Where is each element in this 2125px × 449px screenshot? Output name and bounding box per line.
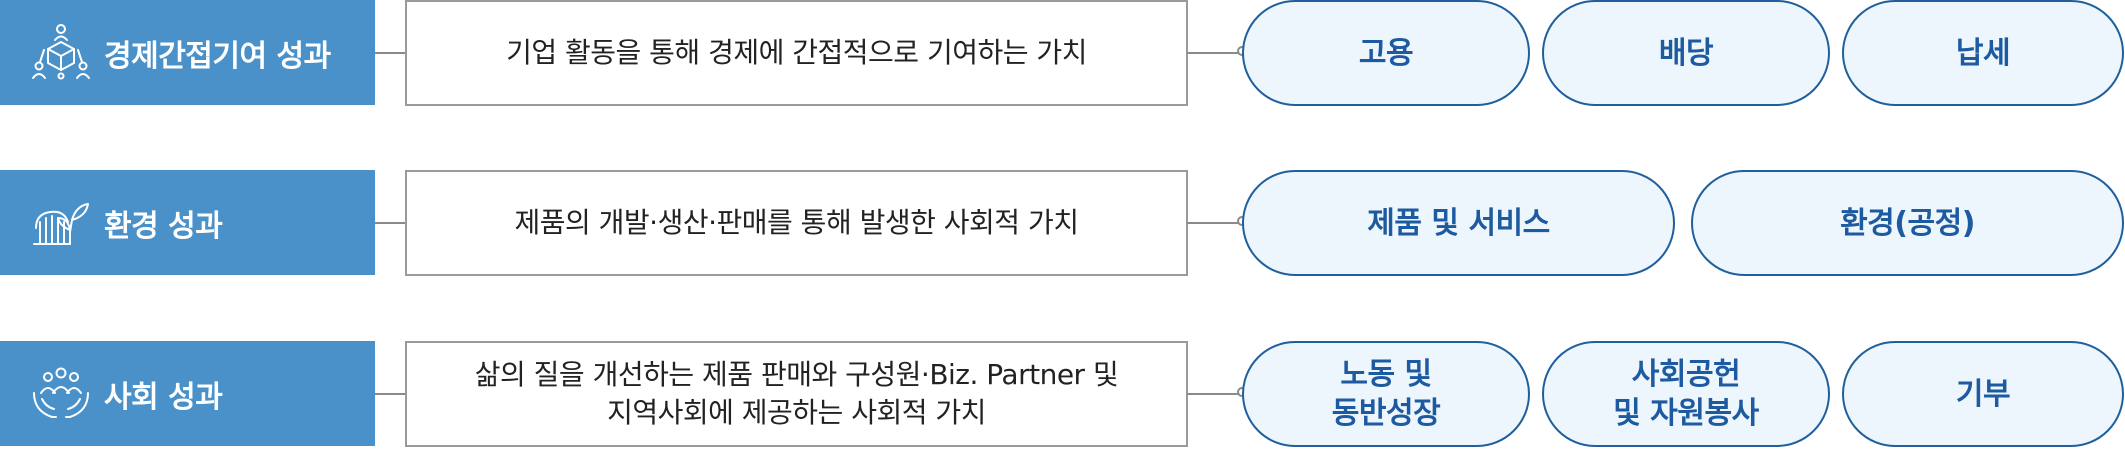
item-pill-products-services: 제품 및 서비스 — [1242, 170, 1675, 276]
item-pill-labor-growth: 노동 및 동반성장 — [1242, 341, 1530, 447]
connector-line — [1187, 222, 1243, 224]
eco-building-leaf-icon — [30, 192, 92, 254]
connector-line — [1187, 393, 1243, 395]
connector-line — [375, 393, 405, 395]
category-social: 사회 성과 — [0, 341, 375, 446]
item-pill-dividend: 배당 — [1542, 0, 1830, 106]
description-text: 삶의 질을 개선하는 제품 판매와 구성원·Biz. Partner 및 지역사… — [474, 358, 1119, 429]
category-environment: 환경 성과 — [0, 170, 375, 275]
connector-line — [1187, 52, 1243, 54]
connector-line — [375, 52, 405, 54]
description-text: 제품의 개발·생산·판매를 통해 발생한 사회적 가치 — [514, 206, 1079, 240]
performance-row-environment: 환경 성과 제품의 개발·생산·판매를 통해 발생한 사회적 가치 제품 및 서… — [0, 170, 2125, 278]
connector-line — [375, 222, 405, 224]
item-pill-environment-process: 환경(공정) — [1691, 170, 2124, 276]
category-economic: 경제간접기여 성과 — [0, 0, 375, 105]
economy-network-icon — [30, 22, 92, 84]
performance-row-economic: 경제간접기여 성과 기업 활동을 통해 경제에 간접적으로 기여하는 가치 고용… — [0, 0, 2125, 108]
item-pill-donation: 기부 — [1842, 341, 2124, 447]
item-pill-employment: 고용 — [1242, 0, 1530, 106]
category-label: 사회 성과 — [104, 379, 223, 415]
category-label: 환경 성과 — [104, 208, 223, 244]
performance-row-social: 사회 성과 삶의 질을 개선하는 제품 판매와 구성원·Biz. Partner… — [0, 341, 2125, 449]
item-pill-tax: 납세 — [1842, 0, 2124, 106]
description-box: 기업 활동을 통해 경제에 간접적으로 기여하는 가치 — [405, 0, 1188, 106]
category-label: 경제간접기여 성과 — [104, 38, 331, 74]
description-box: 삶의 질을 개선하는 제품 판매와 구성원·Biz. Partner 및 지역사… — [405, 341, 1188, 447]
community-people-icon — [30, 363, 92, 425]
item-pill-social-contribution: 사회공헌 및 자원봉사 — [1542, 341, 1830, 447]
description-text: 기업 활동을 통해 경제에 간접적으로 기여하는 가치 — [506, 36, 1087, 70]
description-box: 제품의 개발·생산·판매를 통해 발생한 사회적 가치 — [405, 170, 1188, 276]
